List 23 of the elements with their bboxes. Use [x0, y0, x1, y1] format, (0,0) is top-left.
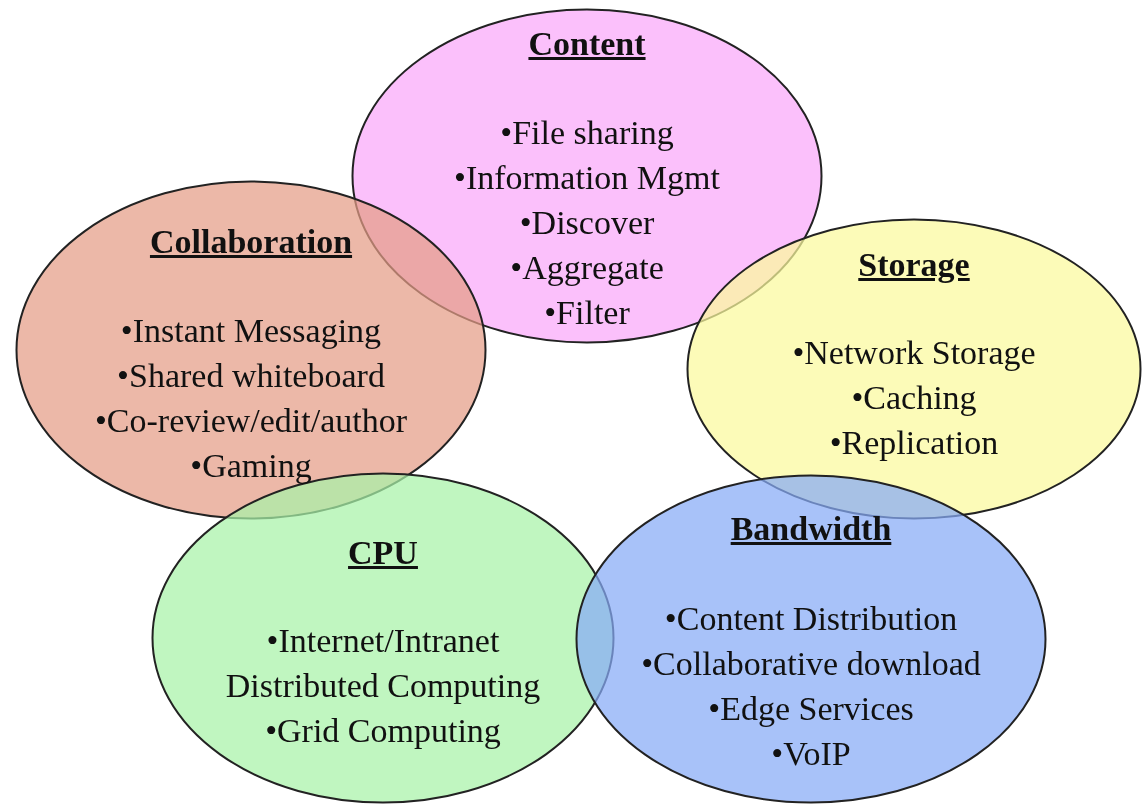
- bullet-item: •Collaborative download: [641, 644, 981, 684]
- bullet-item: •Discover: [519, 203, 655, 243]
- category-heading: CPU: [348, 533, 418, 573]
- category-heading: Storage: [858, 245, 970, 285]
- bullet-item: •Edge Services: [708, 689, 914, 729]
- bullet-item: •Information Mgmt: [454, 158, 720, 198]
- category-heading: Collaboration: [149, 222, 353, 262]
- bullet-item: •Gaming: [190, 446, 312, 486]
- bullet-item: •Instant Messaging: [120, 311, 382, 351]
- bullet-item: •Caching: [851, 378, 977, 418]
- category-heading: Content: [528, 24, 646, 64]
- bullet-item: •Shared whiteboard: [117, 356, 385, 396]
- bullet-item: •Filter: [544, 293, 630, 333]
- bullet-item: •File sharing: [500, 113, 674, 153]
- category-heading: Bandwidth: [730, 509, 892, 549]
- bullet-item: •Network Storage: [792, 333, 1036, 373]
- bullet-item: •Co-review/edit/author: [94, 401, 408, 441]
- bullet-item: •Aggregate: [510, 248, 664, 288]
- bullet-item: •VoIP: [771, 734, 851, 774]
- bullet-item: •Grid Computing: [265, 711, 501, 751]
- bullet-item: •Replication: [829, 423, 999, 463]
- bullet-item: •Content Distribution: [664, 599, 958, 639]
- bullet-item: •Internet/Intranet Distributed Computing: [224, 621, 542, 706]
